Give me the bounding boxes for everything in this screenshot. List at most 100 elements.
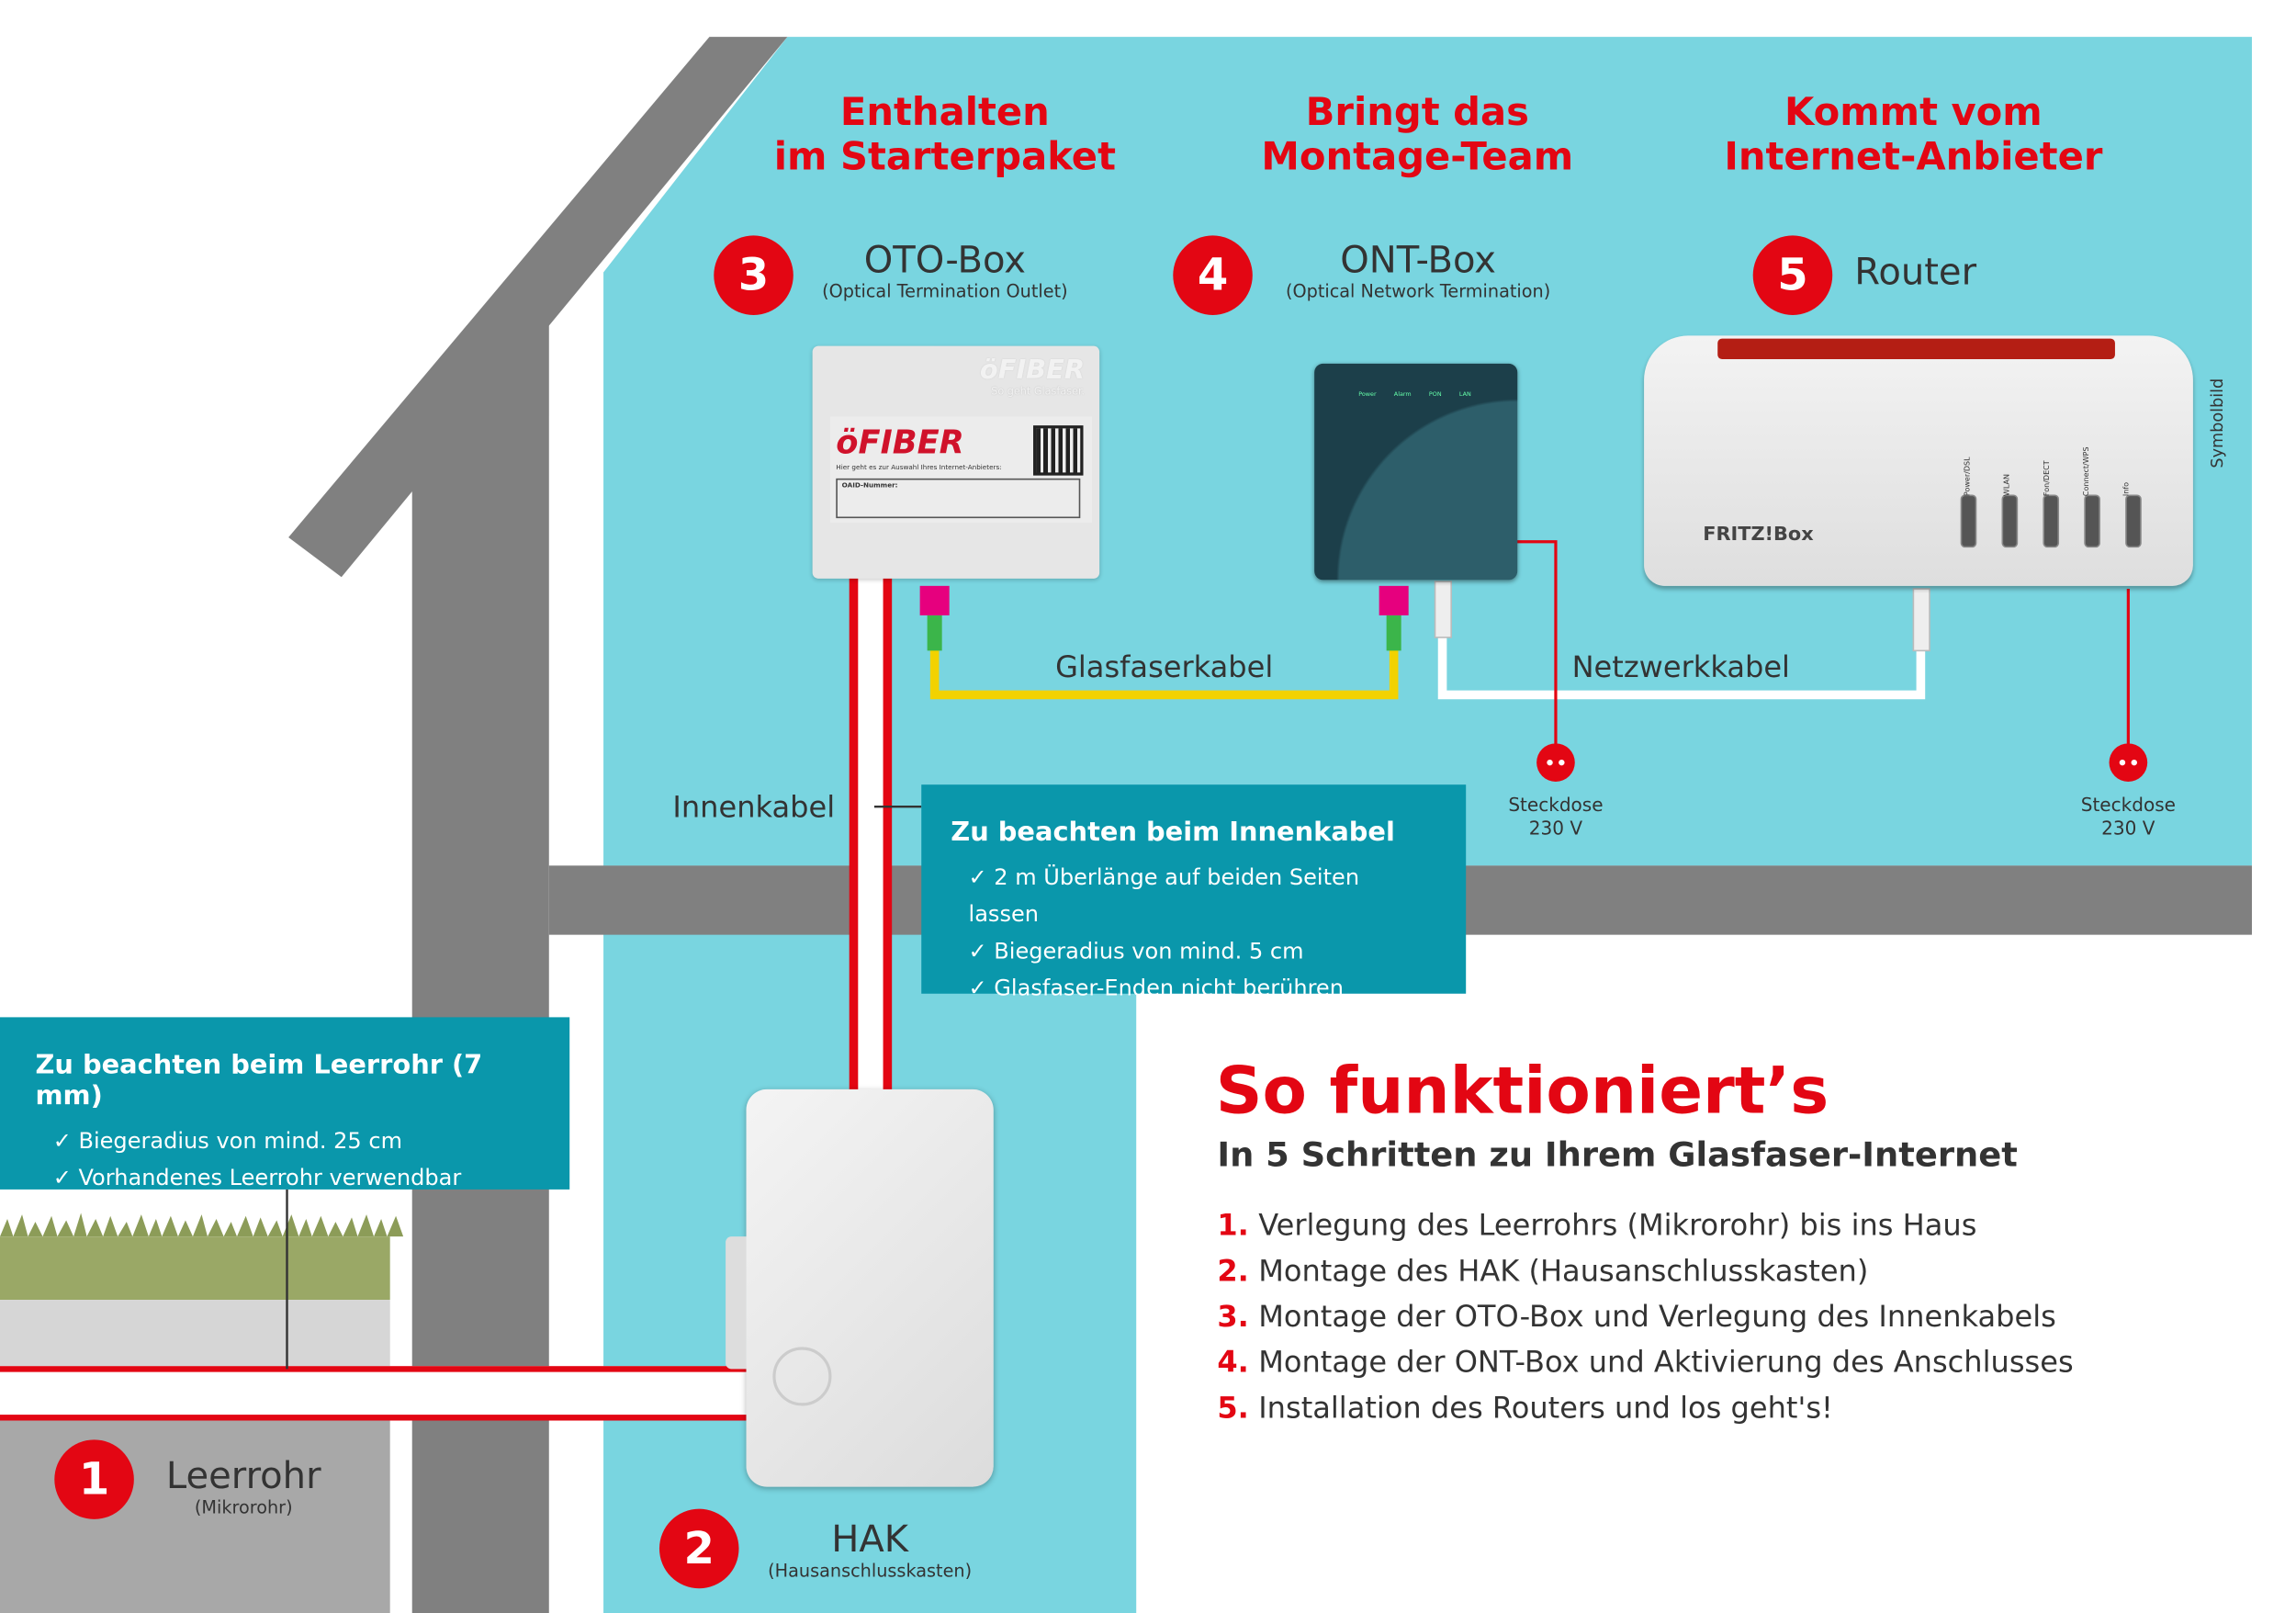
fiber-cable	[929, 648, 1399, 700]
emboss-logo: öFIBER	[979, 355, 1086, 386]
step-number: 3.	[1217, 1298, 1249, 1334]
emboss-tagline: So geht Glasfaser.	[991, 385, 1086, 398]
heading-starterpaket: Enthalten im Starterpaket	[773, 91, 1116, 180]
step-item: 1.Verlegung des Leerrohrs (Mikrorohr) bi…	[1217, 1202, 2073, 1248]
step-item: 2.Montage des HAK (Hausanschlusskasten)	[1217, 1248, 2073, 1294]
indoor-cable-label: Innenkabel	[672, 788, 836, 825]
hak-device	[726, 1088, 994, 1487]
leerrohr-subtitle: (Mikrorohr)	[194, 1496, 293, 1518]
led-label: Alarm	[1393, 389, 1412, 398]
step-text: Montage des HAK (Hausanschlusskasten)	[1258, 1252, 1869, 1289]
step-badge-3: 3	[714, 235, 793, 315]
leerrohr-red-line	[0, 1415, 751, 1421]
oaid-field: OAID-Nummer:	[836, 478, 1081, 519]
roof	[288, 37, 788, 578]
led-power-dsl	[1960, 494, 1977, 548]
oto-title: OTO-Box	[863, 238, 1026, 282]
leerrohr-info-box: Zu beachten beim Leerrohr (7 mm) ✓ Biege…	[0, 1017, 570, 1191]
step-badge-2: 2	[658, 1508, 739, 1589]
step-item: 5.Installation des Routers und los geht'…	[1217, 1385, 2073, 1431]
indoor-cable-core	[858, 577, 884, 1093]
router-red-bar	[1717, 338, 2115, 360]
led-label: WLAN	[2003, 474, 2012, 497]
leerrohr-title: Leerrohr	[165, 1454, 321, 1497]
socket-name: Steckdose	[1508, 793, 1604, 816]
led-label: Fon/DECT	[2043, 460, 2053, 497]
qr-code-icon	[1033, 425, 1084, 476]
power-socket-icon	[1536, 743, 1575, 782]
led-wlan	[2001, 494, 2019, 548]
step-text: Verlegung des Leerrohrs (Mikrorohr) bis …	[1258, 1207, 1977, 1243]
heading-internet-anbieter: Kommt vom Internet-Anbieter	[1724, 91, 2103, 180]
step-item: 4.Montage der ONT-Box und Aktivierung de…	[1217, 1339, 2073, 1385]
network-cable-label: Netzwerkkabel	[1571, 649, 1790, 685]
socket-voltage: 230 V	[1528, 817, 1583, 840]
step-number: 4.	[1217, 1344, 1249, 1380]
led-label: LAN	[1458, 389, 1471, 398]
led-label: Power	[1358, 389, 1377, 398]
socket-name: Steckdose	[2080, 793, 2176, 816]
step-text: Installation des Routers und los geht's!	[1258, 1389, 1833, 1426]
hak-hinge	[726, 1236, 747, 1370]
symbolbild-note: Symbolbild	[2207, 378, 2227, 468]
rj45-connector	[1434, 581, 1452, 638]
led-connect-wps	[2084, 494, 2100, 548]
fiber-connector	[927, 615, 942, 651]
network-cable	[1437, 633, 1926, 700]
ont-title: ONT-Box	[1340, 238, 1497, 282]
grass	[0, 1236, 390, 1301]
ont-subtitle: (Optical Network Termination)	[1285, 281, 1551, 302]
step-badge-1: 1	[54, 1439, 134, 1519]
howto-subtitle: In 5 Schritten zu Ihrem Glasfaser-Intern…	[1217, 1136, 2018, 1175]
led-label: Connect/WPS	[2082, 446, 2092, 497]
step-item: 3.Montage der OTO-Box und Verlegung des …	[1217, 1294, 2073, 1340]
ofiber-logo: öFIBER	[836, 425, 964, 463]
ont-box-device: Power Alarm PON LAN	[1314, 363, 1518, 581]
hak-subtitle: (Hausanschlusskasten)	[768, 1560, 973, 1582]
led-label: Power/DSL	[1963, 457, 1973, 497]
howto-steps: 1.Verlegung des Leerrohrs (Mikrorohr) bi…	[1217, 1202, 2073, 1430]
oto-subtitle: (Optical Termination Outlet)	[822, 281, 1068, 302]
oaid-label: OAID-Nummer:	[841, 482, 898, 491]
router-leds	[1960, 494, 2142, 548]
info-item: ✓ Biegeradius von mind. 5 cm	[968, 937, 1304, 964]
info-item: ✓ 2 m Überlänge auf beiden Seiten lassen	[968, 863, 1360, 928]
hak-label: HAK (Hausanschlusskasten)	[758, 1517, 982, 1581]
router-title: Router	[1854, 250, 1977, 293]
step-number: 1.	[1217, 1207, 1249, 1243]
info-item: ✓ Biegeradius von mind. 25 cm	[52, 1127, 403, 1155]
info-item: ✓ Glasfaser-Enden nicht berühren	[968, 974, 1344, 1001]
info-item: ✓ Vorhandenes Leerrohr verwendbar	[52, 1164, 462, 1191]
info-box-title: Zu beachten beim Leerrohr (7 mm)	[35, 1049, 483, 1111]
heading-montage-team: Bringt das Montage-Team	[1261, 91, 1574, 180]
power-socket-icon	[2109, 743, 2148, 782]
label-text: Hier geht es zur Auswahl Ihres Internet-…	[836, 465, 1002, 473]
led-info	[2125, 494, 2142, 548]
hak-emboss-circle	[772, 1347, 832, 1406]
fiber-connector	[919, 585, 950, 615]
howto-title: So funktioniert’s	[1215, 1054, 1829, 1130]
step-text: Montage der ONT-Box und Aktivierung des …	[1258, 1344, 2074, 1380]
fiber-cable-label: Glasfaserkabel	[1055, 649, 1274, 685]
fritzbox-logo: FRITZ!Box	[1703, 524, 1814, 547]
innenkabel-info-box: Zu beachten beim Innenkabel ✓ 2 m Überlä…	[921, 784, 1467, 1001]
led-label: PON	[1428, 389, 1442, 398]
wall	[411, 309, 549, 1613]
fiber-connector	[1379, 585, 1409, 615]
power-cable-ont	[1515, 540, 1558, 751]
step-number: 5.	[1217, 1389, 1249, 1426]
fiber-connector	[1386, 615, 1401, 651]
led-fon-dect	[2043, 494, 2060, 548]
step-text: Montage der OTO-Box und Verlegung des In…	[1258, 1298, 2056, 1334]
router-device: FRITZ!Box Power/DSL WLAN Fon/DECT Connec…	[1644, 335, 2193, 586]
oto-label-sticker: öFIBER Hier geht es zur Auswahl Ihres In…	[829, 416, 1093, 523]
soil-light	[0, 1300, 390, 1367]
ont-box-label: ONT-Box (Optical Network Termination)	[1275, 239, 1562, 302]
rj45-connector	[1912, 588, 1930, 652]
step-badge-4: 4	[1173, 235, 1253, 315]
ont-led-labels: Power Alarm PON LAN	[1358, 390, 1471, 398]
step-number: 2.	[1217, 1252, 1249, 1289]
